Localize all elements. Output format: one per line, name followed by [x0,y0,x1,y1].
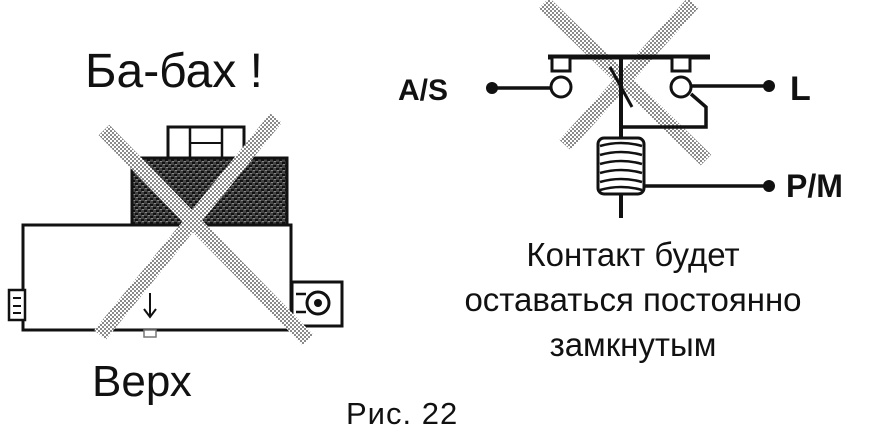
contact-schematic [486,0,775,218]
bang-label: Ба-бах ! [85,45,263,98]
coil-icon [596,136,646,196]
down-arrow-icon [143,293,157,319]
contact-note-line-1: Контакт будет [526,236,740,273]
cross-out-mark-right [538,0,712,166]
contact-note-line-3: замкнутым [549,326,717,363]
terminal-label-as: A/S [398,74,449,107]
terminal-dot-pm [763,180,775,192]
relay-illustration [7,113,344,346]
contact-note: Контакт будет оставаться постоянно замкн… [398,232,868,367]
figure-caption: Рис. 22 [346,396,459,431]
cross-out-mark-left [94,113,314,346]
terminal-label-l: L [790,70,811,108]
terminal-dot-l [763,80,775,92]
contact-note-line-2: оставаться постоянно [464,281,802,318]
terminal-dot-as [486,82,498,94]
top-side-label: Верх [92,357,192,406]
terminal-label-pm: P/M [786,168,843,204]
